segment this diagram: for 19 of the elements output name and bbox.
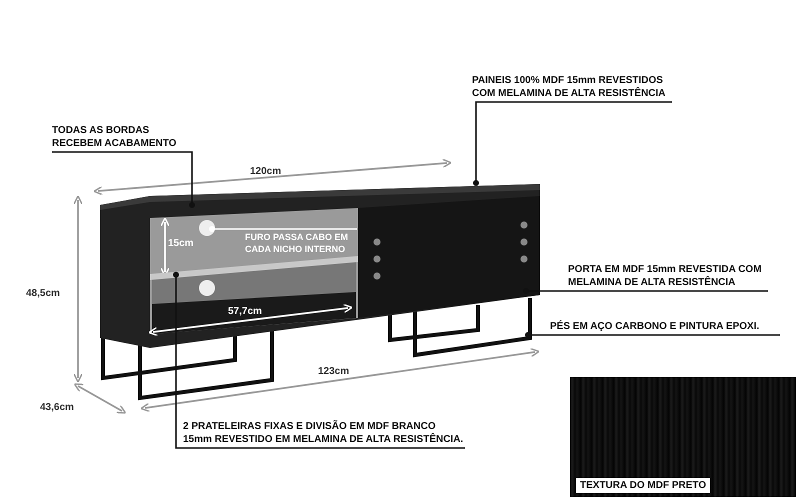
picture-caption: TEXTURA DO MDF PRETO <box>576 478 710 493</box>
leader-line <box>525 332 780 338</box>
dimension-label: 15cm <box>168 238 194 249</box>
dimension-label: 48,5cm <box>26 288 60 299</box>
dimension-label: 120cm <box>250 166 282 177</box>
callout-text: 2 PRATELEIRAS FIXAS E DIVISÃO EM MDF BRANCO 15mm REVESTIDO EM MELAMINA DE ALTA RESISTÊNCIA. <box>183 420 465 446</box>
callout-text: FURO PASSA CABO EM CADA NICHO INTERNO <box>245 231 357 255</box>
dimension-label: 43,6cm <box>40 402 74 413</box>
shelf <box>150 256 358 280</box>
leader-line <box>473 101 672 186</box>
dimension-label: 57,7cm <box>228 306 262 317</box>
wood-texture-picture <box>570 377 796 497</box>
callout-text: TODAS AS BORDAS RECEBEM ACABAMENTO <box>52 124 192 150</box>
leader-line <box>52 151 195 208</box>
dimension-label: 123cm <box>318 366 350 377</box>
leader-line <box>173 272 465 449</box>
callout-text: PÉS EM AÇO CARBONO E PINTURA EPOXI. <box>550 320 780 333</box>
callout-text: PAINEIS 100% MDF 15mm REVESTIDOS COM MELAMINA DE ALTA RESISTÊNCIA <box>472 74 672 100</box>
callout-text: PORTA EM MDF 15mm REVESTIDA COM MELAMINA DE ALTA RESISTÊNCIA <box>568 263 768 289</box>
